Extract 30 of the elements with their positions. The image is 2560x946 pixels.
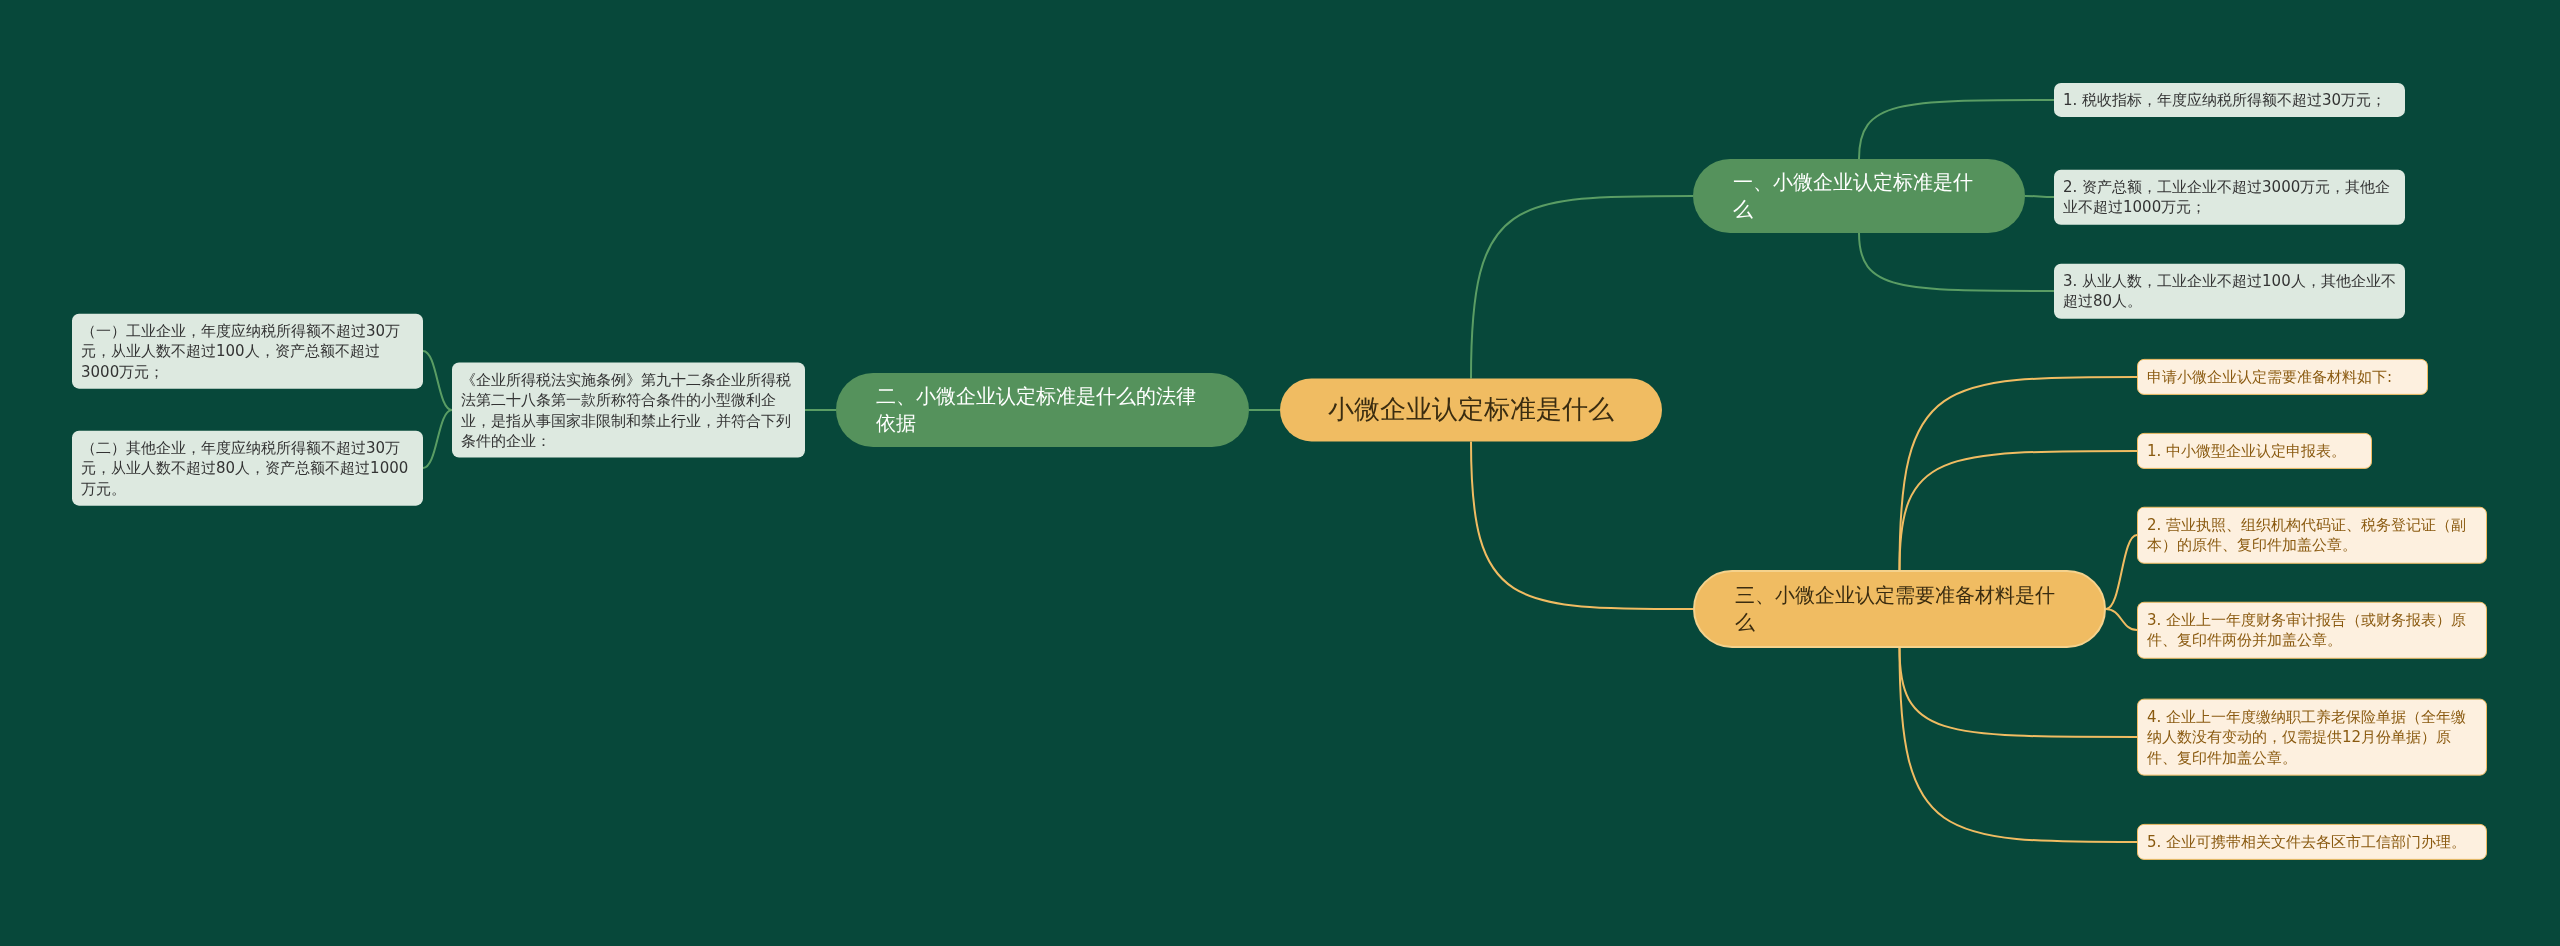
branch-topic: 二、小微企业认定标准是什么的法律依据 — [836, 373, 1249, 447]
note-card: 3. 企业上一年度财务审计报告（或财务报表）原件、复印件两份并加盖公章。 — [2137, 601, 2487, 659]
note-card: 1. 中小微型企业认定申报表。 — [2137, 432, 2372, 470]
connector-line — [2105, 608, 2138, 631]
connector-line — [1470, 195, 1694, 380]
connector-line — [2105, 534, 2138, 610]
note-card: 2. 营业执照、组织机构代码证、税务登记证（副本）的原件、复印件加盖公章。 — [2137, 506, 2487, 564]
note-card: （二）其他企业，年度应纳税所得额不超过30万元，从业人数不超过80人，资产总额不超过1000万元。 — [72, 430, 423, 506]
note-card: 1. 税收指标，年度应纳税所得额不超过30万元； — [2054, 82, 2405, 118]
connector-line — [1898, 450, 2138, 571]
note-card: 5. 企业可携带相关文件去各区市工信部门办理。 — [2137, 823, 2487, 861]
branch-topic: 三、小微企业认定需要准备材料是什么 — [1693, 570, 2106, 648]
connector-line — [422, 409, 453, 469]
connector-line — [1248, 409, 1281, 411]
note-card: 3. 从业人数，工业企业不超过100人，其他企业不超过80人。 — [2054, 263, 2405, 319]
connector-line — [1858, 99, 2055, 160]
connector-line — [804, 409, 837, 411]
connector-line — [1898, 647, 2138, 843]
note-card: 申请小微企业认定需要准备材料如下: — [2137, 358, 2428, 396]
connector-line — [422, 350, 453, 411]
note-card: （一）工业企业，年度应纳税所得额不超过30万元，从业人数不超过100人，资产总额不超过3000万元； — [72, 313, 423, 389]
connector-line — [1858, 232, 2055, 292]
note-card: 《企业所得税法实施条例》第九十二条企业所得税法第二十八条第一款所称符合条件的小型微利企业，是指从事国家非限制和禁止行业，并符合下列条件的企业： — [452, 362, 805, 458]
connector-line — [1898, 376, 2138, 571]
central-topic: 小微企业认定标准是什么 — [1280, 378, 1662, 442]
note-card: 2. 资产总额，工业企业不超过3000万元，其他企业不超过1000万元； — [2054, 169, 2405, 225]
connector-line — [2024, 195, 2055, 198]
note-card: 4. 企业上一年度缴纳职工养老保险单据（全年缴纳人数没有变动的，仅需提供12月份单据）原件、复印件加盖公章。 — [2137, 698, 2487, 776]
branch-topic: 一、小微企业认定标准是什么 — [1693, 159, 2025, 233]
connector-line — [1470, 440, 1694, 610]
